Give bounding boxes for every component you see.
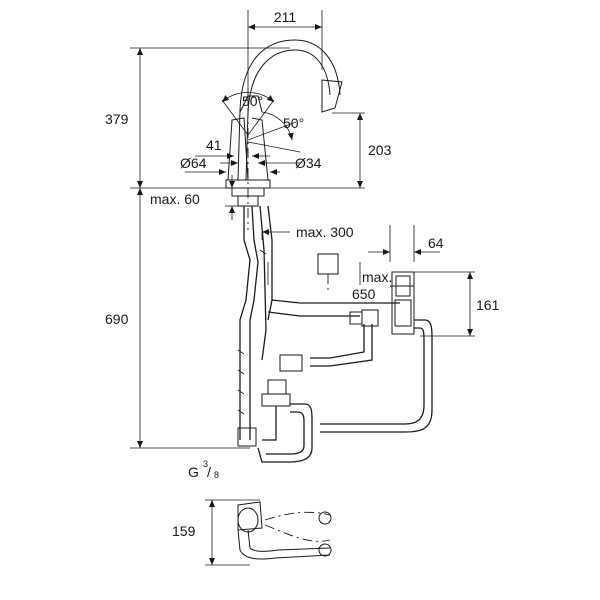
dim-64-box-label: 64: [428, 235, 444, 251]
thread-slash: /: [207, 464, 211, 480]
dim-34-diameter-label: Ø34: [295, 155, 322, 171]
dim-64-diameter-label: Ø64: [180, 155, 207, 171]
dim-690-label: 690: [105, 311, 129, 327]
dim-max300-label: max. 300: [296, 224, 354, 240]
dim-max-prefix-label: max.: [362, 269, 392, 285]
dim-211-label: 211: [274, 9, 297, 25]
thread-g-label: G: [188, 464, 199, 480]
dimension-labels: 211 379 50° 50° 41 Ø64 Ø34 203 max. 60 m…: [105, 9, 500, 539]
angle-top-label: 50°: [242, 93, 263, 109]
dimension-lines: [130, 10, 475, 566]
under-sink-plumbing: [237, 205, 433, 463]
faucet-body: [225, 39, 343, 230]
dim-379-label: 379: [105, 111, 129, 127]
dim-41-label: 41: [206, 137, 222, 153]
dim-203-label: 203: [368, 142, 392, 158]
dim-161-label: 161: [476, 297, 500, 313]
top-view-swivel: [237, 501, 332, 560]
angle-indicators: [221, 92, 301, 153]
dim-159-label: 159: [172, 523, 196, 539]
dim-650-label: 650: [352, 286, 376, 302]
thread-denominator-label: 8: [214, 470, 219, 480]
thread-numerator-label: 3: [203, 459, 208, 469]
angle-side-label: 50°: [283, 115, 304, 131]
dim-max60-label: max. 60: [150, 191, 200, 207]
